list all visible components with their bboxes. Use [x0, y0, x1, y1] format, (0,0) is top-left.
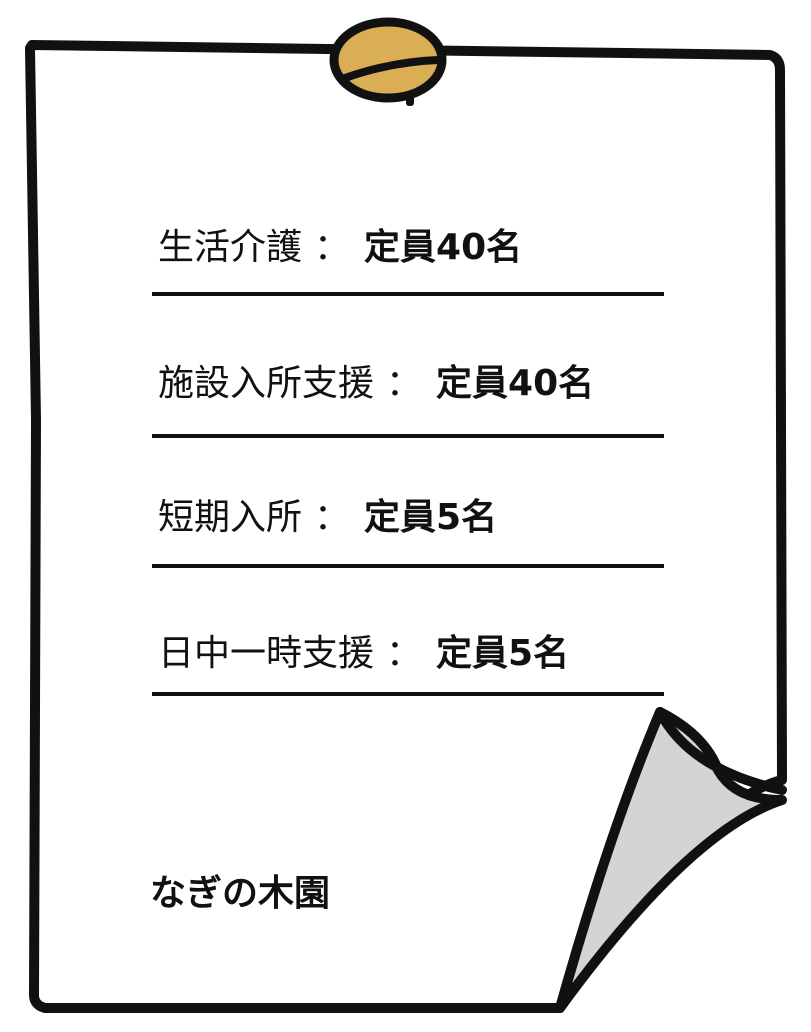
entry-label: 生活介護	[158, 227, 303, 268]
entry-label: 短期入所	[158, 497, 303, 538]
entry-separator: ：	[314, 227, 351, 268]
entry-label: 日中一時支援	[158, 633, 375, 674]
facility-name: なぎの木園	[150, 873, 331, 914]
entry-capacity: 定員40名	[364, 227, 523, 268]
entry-label: 施設入所支援	[158, 363, 375, 404]
entry-underline	[152, 292, 664, 296]
entry-capacity: 定員40名	[436, 363, 595, 404]
entry-separator: ：	[314, 497, 351, 538]
entry-capacity: 定員5名	[436, 633, 570, 674]
entry-capacity: 定員5名	[364, 497, 498, 538]
entry-separator: ：	[386, 633, 423, 674]
entry-underline	[152, 564, 664, 568]
entry-underline	[152, 692, 664, 696]
entry-separator: ：	[386, 363, 423, 404]
entry-underline	[152, 434, 664, 438]
pushpin-icon	[329, 17, 447, 106]
page-curl-icon	[555, 707, 787, 1013]
